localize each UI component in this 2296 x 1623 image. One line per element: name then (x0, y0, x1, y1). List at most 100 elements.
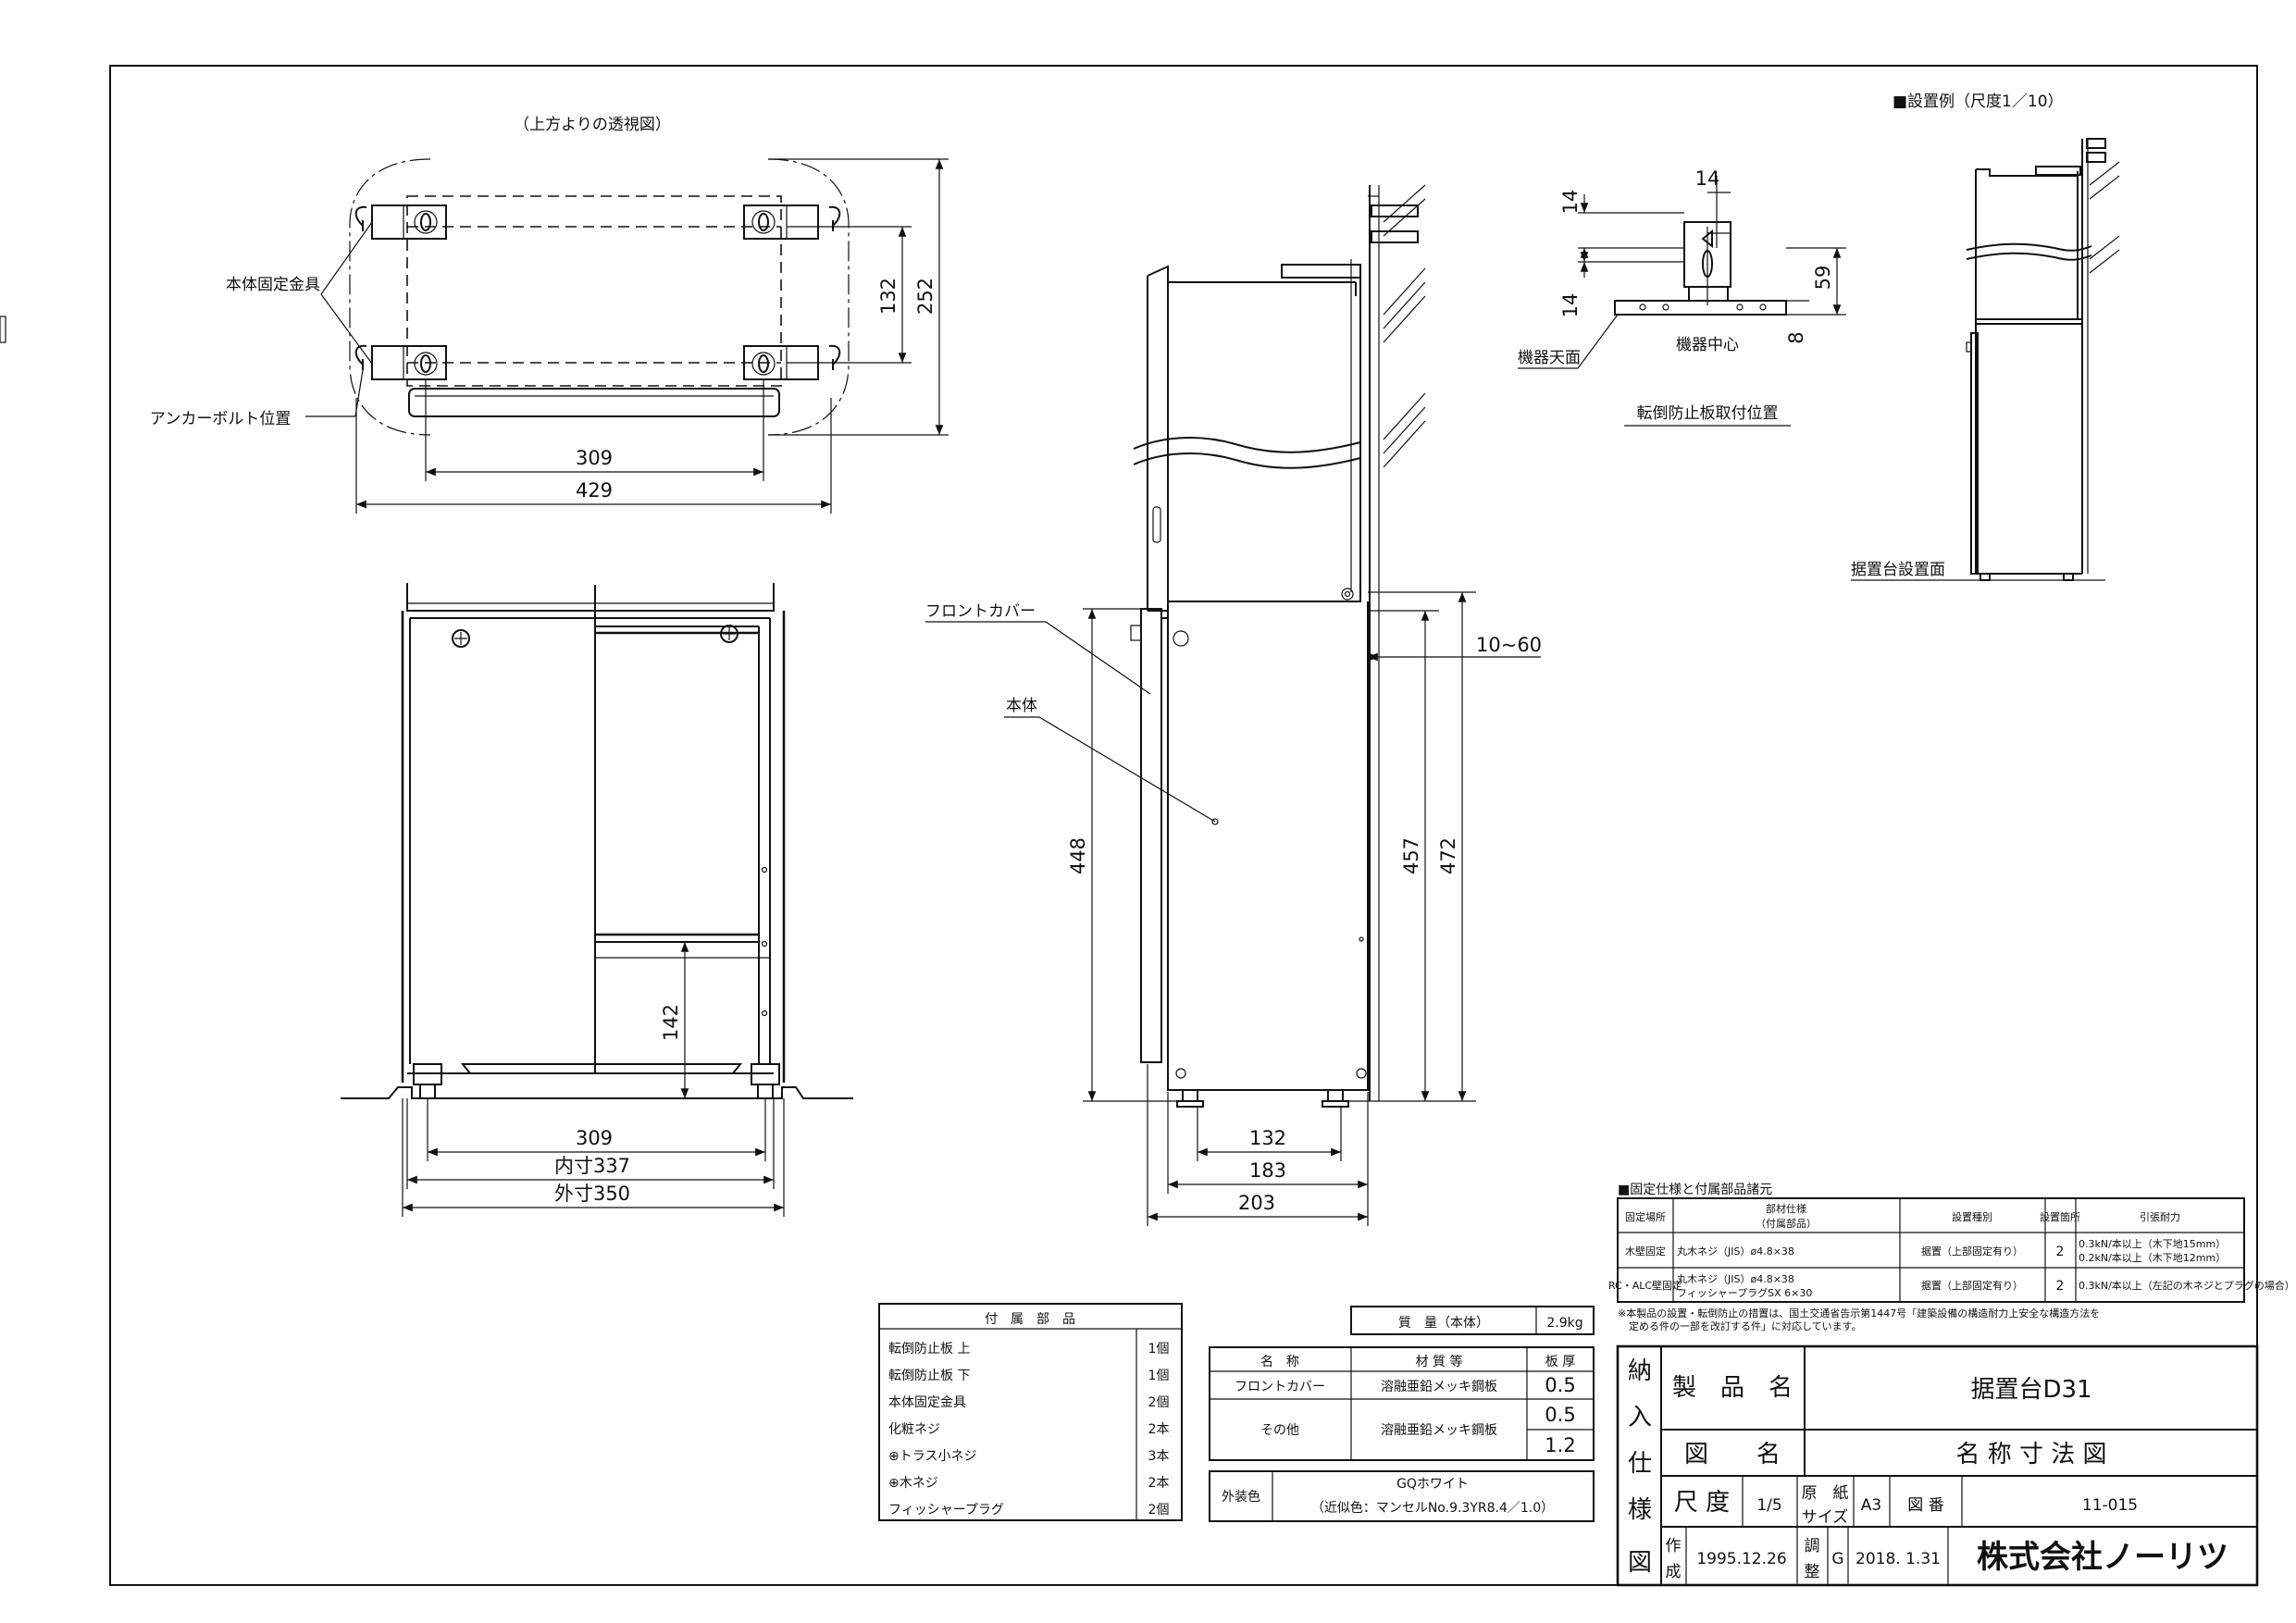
tb-paper-label-1: 原 紙 (1802, 1484, 1849, 1503)
materials-table: 名 称 材 質 等 板 厚 フロントカバー 溶融亜鉛メッキ鋼板 0.5 その他 … (1209, 1346, 1595, 1461)
mat-hdr-material: 材 質 等 (1416, 1354, 1463, 1369)
fixing-table-title: ■固定仕様と付属部品諸元 (1618, 1183, 1772, 1197)
accessory-name-1: 転倒防止板 下 (888, 1369, 970, 1383)
tb-product-name: 据置台D31 (1970, 1376, 2091, 1404)
label-anchor-bolt: アンカーボルト位置 (150, 410, 291, 428)
accessory-qty-2: 2個 (1148, 1395, 1170, 1410)
mat-r1-material: 溶融亜鉛メッキ鋼板 (1381, 1380, 1497, 1394)
tb-drawing-name: 名 称 寸 法 図 (1955, 1441, 2106, 1468)
install-example: ■設置例（尺度1／10） 据置台設置面 (1851, 93, 2120, 581)
tb-adjust-rev: G (1831, 1550, 1843, 1568)
tb-side-char-3: 様 (1628, 1496, 1652, 1524)
accessory-name-5: ⊕木ネジ (888, 1476, 938, 1491)
accessory-name-3: 化粧ネジ (888, 1422, 940, 1437)
dim-top-132: 132 (877, 278, 900, 315)
mat-r2-name: その他 (1260, 1423, 1299, 1438)
fixing-r2-type: 据置（上部固定有り） (1921, 1279, 2023, 1292)
dim-front-309: 309 (576, 1127, 613, 1149)
mat-r1-thickness: 0.5 (1545, 1374, 1575, 1396)
drawing-border (109, 65, 2258, 1586)
dim-side-183: 183 (1249, 1159, 1286, 1182)
label-stand-install-surface: 据置台設置面 (1851, 561, 1945, 579)
label-body: 本体 (1006, 697, 1037, 715)
accessory-qty-0: 1個 (1148, 1342, 1170, 1357)
fixing-hdr-spec-sub: （付属部品） (1756, 1217, 1817, 1230)
tb-side-char-0: 納 (1628, 1357, 1652, 1385)
fixing-note-1: ※本製品の設置・転倒防止の措置は、国土交通省告示第1447号「建築設備の構造耐力… (1618, 1307, 2100, 1319)
accessories-table: 付 属 部 品 転倒防止板 上 1個 転倒防止板 下 1個 本体固定金具 2個 … (878, 1303, 1183, 1521)
mat-r2-material: 溶融亜鉛メッキ鋼板 (1381, 1423, 1497, 1438)
fixing-r2-spec-a: 丸木ネジ（JIS）ø4.8×38 (1677, 1273, 1794, 1285)
mat-r1-name: フロントカバー (1235, 1380, 1325, 1394)
tb-product-label: 製 品 名 (1672, 1374, 1793, 1402)
dim-top-252: 252 (914, 278, 937, 315)
dim-detail-8: 8 (1785, 331, 1807, 343)
accessory-qty-5: 2本 (1148, 1476, 1170, 1491)
fixing-hdr-count: 設置箇所 (2040, 1210, 2080, 1223)
tip-plate-detail: 14 14 14 59 8 機器天面 機器中心 転倒防止板取付位置 (1518, 167, 1846, 427)
dim-side-203: 203 (1238, 1192, 1275, 1214)
tb-created-label-2: 成 (1666, 1563, 1682, 1581)
mat-r2-thickness-a: 0.5 (1545, 1404, 1575, 1426)
fixing-hdr-place: 固定場所 (1625, 1210, 1666, 1223)
accessory-qty-6: 2個 (1148, 1503, 1170, 1518)
fixing-hdr-force: 引張耐力 (2140, 1210, 2180, 1223)
fixing-r2-force: 0.3kN/本以上（左記の木ネジとプラグの場合） (2079, 1279, 2295, 1292)
tb-scale-label: 尺 度 (1674, 1489, 1730, 1517)
dim-top-429: 429 (576, 479, 613, 502)
fixing-r2-place: RC・ALC壁固定 (1608, 1279, 1682, 1292)
accessories-header: 付 属 部 品 (985, 1312, 1075, 1327)
dim-side-gap: 10~60 (1476, 634, 1542, 656)
accessory-name-0: 転倒防止板 上 (888, 1342, 970, 1357)
dim-detail-14a: 14 (1559, 190, 1582, 215)
fixing-spec-table: ■固定仕様と付属部品諸元 固定場所 部材仕様 （付属部品） 設置種別 設置箇所 … (1608, 1183, 2295, 1332)
tb-drawing-label: 図 名 (1684, 1441, 1781, 1468)
fixing-r1-type: 据置（上部固定有り） (1921, 1245, 2023, 1258)
install-example-title: ■設置例（尺度1／10） (1893, 93, 2064, 111)
tb-adjust-label-1: 調 (1805, 1537, 1820, 1555)
fixing-hdr-type: 設置種別 (1952, 1210, 1992, 1223)
mass-table: 質 量（本体） 2.9kg (1350, 1306, 1595, 1335)
dim-detail-59: 59 (1812, 266, 1834, 291)
label-body-fixing-bracket: 本体固定金具 (226, 276, 320, 294)
fixing-r2-spec-b: フィッシャープラグSX 6×30 (1677, 1286, 1812, 1299)
dim-front-inner: 内寸337 (554, 1155, 630, 1177)
tb-number-label: 図 番 (1907, 1496, 1943, 1515)
mat-r2-thickness-b: 1.2 (1545, 1434, 1575, 1456)
dim-side-132: 132 (1249, 1127, 1286, 1149)
top-view-title: （上方よりの透視図） (514, 116, 671, 134)
label-device-top: 機器天面 (1518, 349, 1581, 367)
tb-adjust-label-2: 整 (1805, 1563, 1820, 1581)
exterior-color-table: 外装色 GQホワイト （近似色：マンセルNo.9.3YR8.4／1.0） (1209, 1470, 1595, 1522)
fixing-note-2: 定める件の一部を改訂する件」に対応しています。 (1629, 1319, 1862, 1332)
mass-value: 2.9kg (1546, 1316, 1582, 1331)
fixing-r1-place: 木壁固定 (1625, 1245, 1666, 1258)
tb-created-label-1: 作 (1666, 1537, 1682, 1555)
dim-detail-14c: 14 (1559, 293, 1582, 318)
exterior-label: 外装色 (1222, 1489, 1260, 1505)
tb-scale-value: 1/5 (1756, 1496, 1781, 1515)
label-tip-plate-position: 転倒防止板取付位置 (1637, 404, 1779, 423)
accessory-name-4: ⊕トラス小ネジ (888, 1449, 976, 1464)
tb-side-char-1: 入 (1628, 1404, 1652, 1431)
dim-side-457: 457 (1400, 837, 1422, 874)
mass-label: 質 量（本体） (1398, 1316, 1489, 1331)
tb-number-value: 11-015 (2082, 1496, 2138, 1515)
dim-side-448: 448 (1067, 837, 1089, 874)
dim-front-outer: 外寸350 (554, 1183, 630, 1205)
tb-side-char-2: 仕 (1628, 1450, 1652, 1478)
dim-detail-14b: 14 (1695, 167, 1720, 190)
tb-company: 株式会社ノーリツ (1977, 1539, 2228, 1576)
tb-paper-label-2: サイズ (1802, 1508, 1849, 1527)
label-front-cover: フロントカバー (925, 602, 1036, 621)
label-device-center: 機器中心 (1676, 336, 1739, 354)
accessory-name-6: フィッシャープラグ (888, 1503, 1004, 1518)
accessory-qty-4: 3本 (1148, 1449, 1170, 1464)
side-view: フロントカバー 本体 448 457 472 10~60 132 183 203 (0, 184, 1542, 1226)
front-view: 309 内寸337 外寸350 142 (341, 583, 853, 1217)
tb-adjust-value: 2018. 1.31 (1855, 1550, 1941, 1568)
tb-created-value: 1995.12.26 (1696, 1550, 1786, 1568)
dim-top-309: 309 (576, 447, 613, 469)
tb-paper-value: A3 (1861, 1496, 1881, 1515)
